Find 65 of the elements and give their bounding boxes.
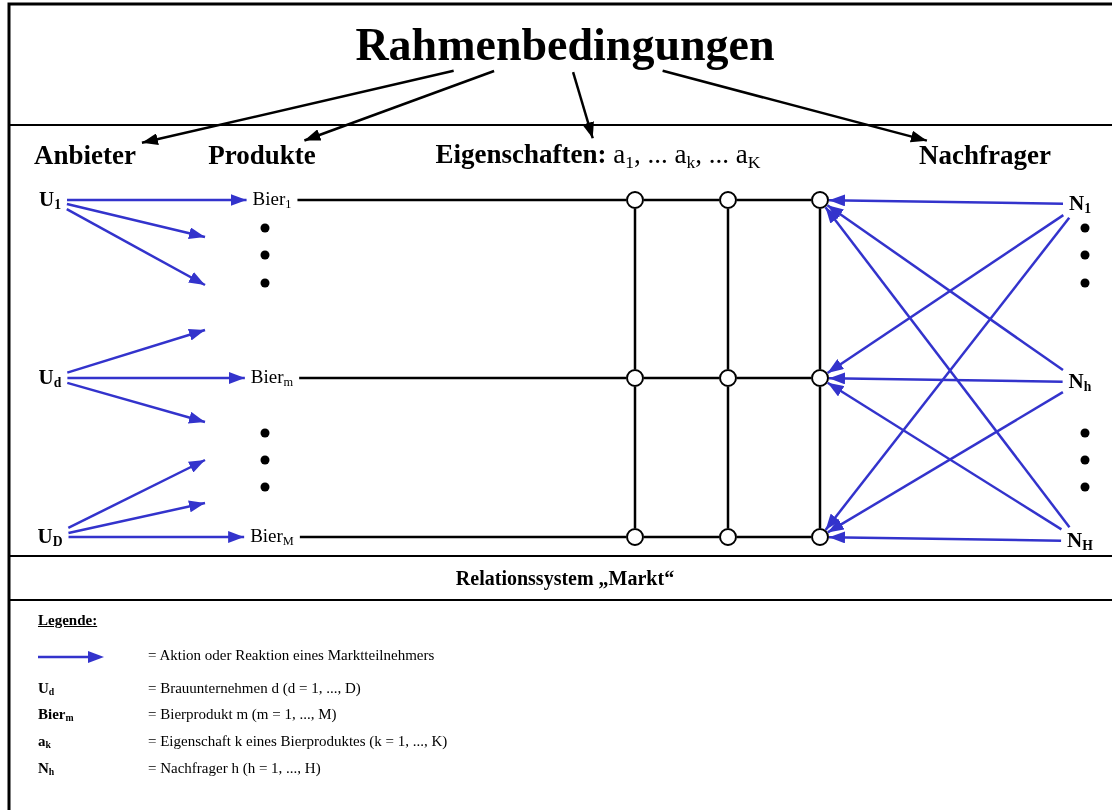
band-title: Relationssystem „Markt“	[455, 566, 675, 590]
legend-title: Legende:	[38, 612, 98, 629]
junction-circle	[719, 528, 737, 546]
arrow	[68, 531, 245, 543]
arrow	[67, 194, 247, 206]
junction-circle	[626, 369, 644, 387]
heading: Rahmenbedingungen	[351, 19, 779, 71]
symbol-label: Bier$_{m}$	[38, 706, 74, 724]
symbol-label: U$_{1}$	[35, 187, 65, 213]
connector-line	[299, 535, 626, 539]
connector-line	[818, 209, 822, 369]
product-label: Bier$_{m}$	[246, 366, 298, 390]
arrow	[303, 69, 495, 142]
legend-text: = Bierprodukt m (m = 1, ..., M)	[148, 706, 337, 723]
connector-line	[644, 376, 719, 380]
connector-line	[633, 387, 637, 528]
connector-line	[818, 387, 822, 528]
connector-line	[726, 387, 730, 528]
arrow	[141, 69, 454, 146]
column-heading: Anbieter	[30, 141, 140, 171]
junction-circle	[719, 191, 737, 209]
connector-line	[297, 198, 626, 202]
arrow	[67, 372, 245, 384]
symbol-label: U$_{D}$	[33, 524, 67, 550]
arrow	[829, 531, 1062, 544]
legend-text: = Eigenschaft k eines Bierproduktes (k = 1, ..., K)	[148, 733, 448, 750]
arrow	[66, 202, 206, 240]
junction-circle	[811, 528, 829, 546]
legend-text: = Aktion oder Reaktion eines Marktteilnehmers	[148, 647, 435, 664]
column-heading: Eigenschaften: a$_{1}$, ... a$_{k}$, ... a$_{K}$	[431, 140, 765, 172]
product-label: Bier$_{1}$	[248, 188, 296, 212]
symbol-label: N$_{H}$	[1063, 528, 1097, 554]
column-heading: Nachfrager	[915, 141, 1055, 171]
legend-text: = Brauunternehmen d (d = 1, ..., D)	[148, 680, 361, 697]
arrow	[662, 69, 928, 143]
arrow	[829, 194, 1064, 207]
arrow	[66, 208, 206, 287]
connector-line	[726, 209, 730, 369]
legend-text: = Nachfrager h (h = 1, ..., H)	[148, 760, 321, 777]
symbol-label: a$_{k}$	[38, 733, 51, 751]
arrow	[68, 500, 206, 535]
connector-line	[299, 376, 626, 380]
junction-circle	[626, 528, 644, 546]
connector-line	[737, 198, 811, 202]
symbol-label: U$_{d}$	[34, 365, 66, 391]
junction-circle	[719, 369, 737, 387]
connector-line	[644, 535, 719, 539]
column-heading: Produkte	[204, 141, 320, 171]
symbol-label: N$_{h}$	[1064, 369, 1096, 395]
junction-circle	[626, 191, 644, 209]
connector-line	[737, 376, 811, 380]
symbol-label: N$_{h}$	[38, 760, 55, 778]
arrow	[66, 381, 206, 424]
connector-line	[644, 198, 719, 202]
arrow	[571, 71, 594, 139]
arrow	[829, 372, 1063, 385]
connector-line	[633, 209, 637, 369]
connector-line	[737, 535, 811, 539]
product-label: Bier$_{M}$	[246, 525, 298, 549]
junction-circle	[811, 369, 829, 387]
arrow	[67, 458, 206, 530]
symbol-label: U$_{d}$	[38, 680, 55, 698]
junction-circle	[811, 191, 829, 209]
arrow	[66, 328, 206, 374]
symbol-label: N$_{1}$	[1065, 191, 1095, 217]
